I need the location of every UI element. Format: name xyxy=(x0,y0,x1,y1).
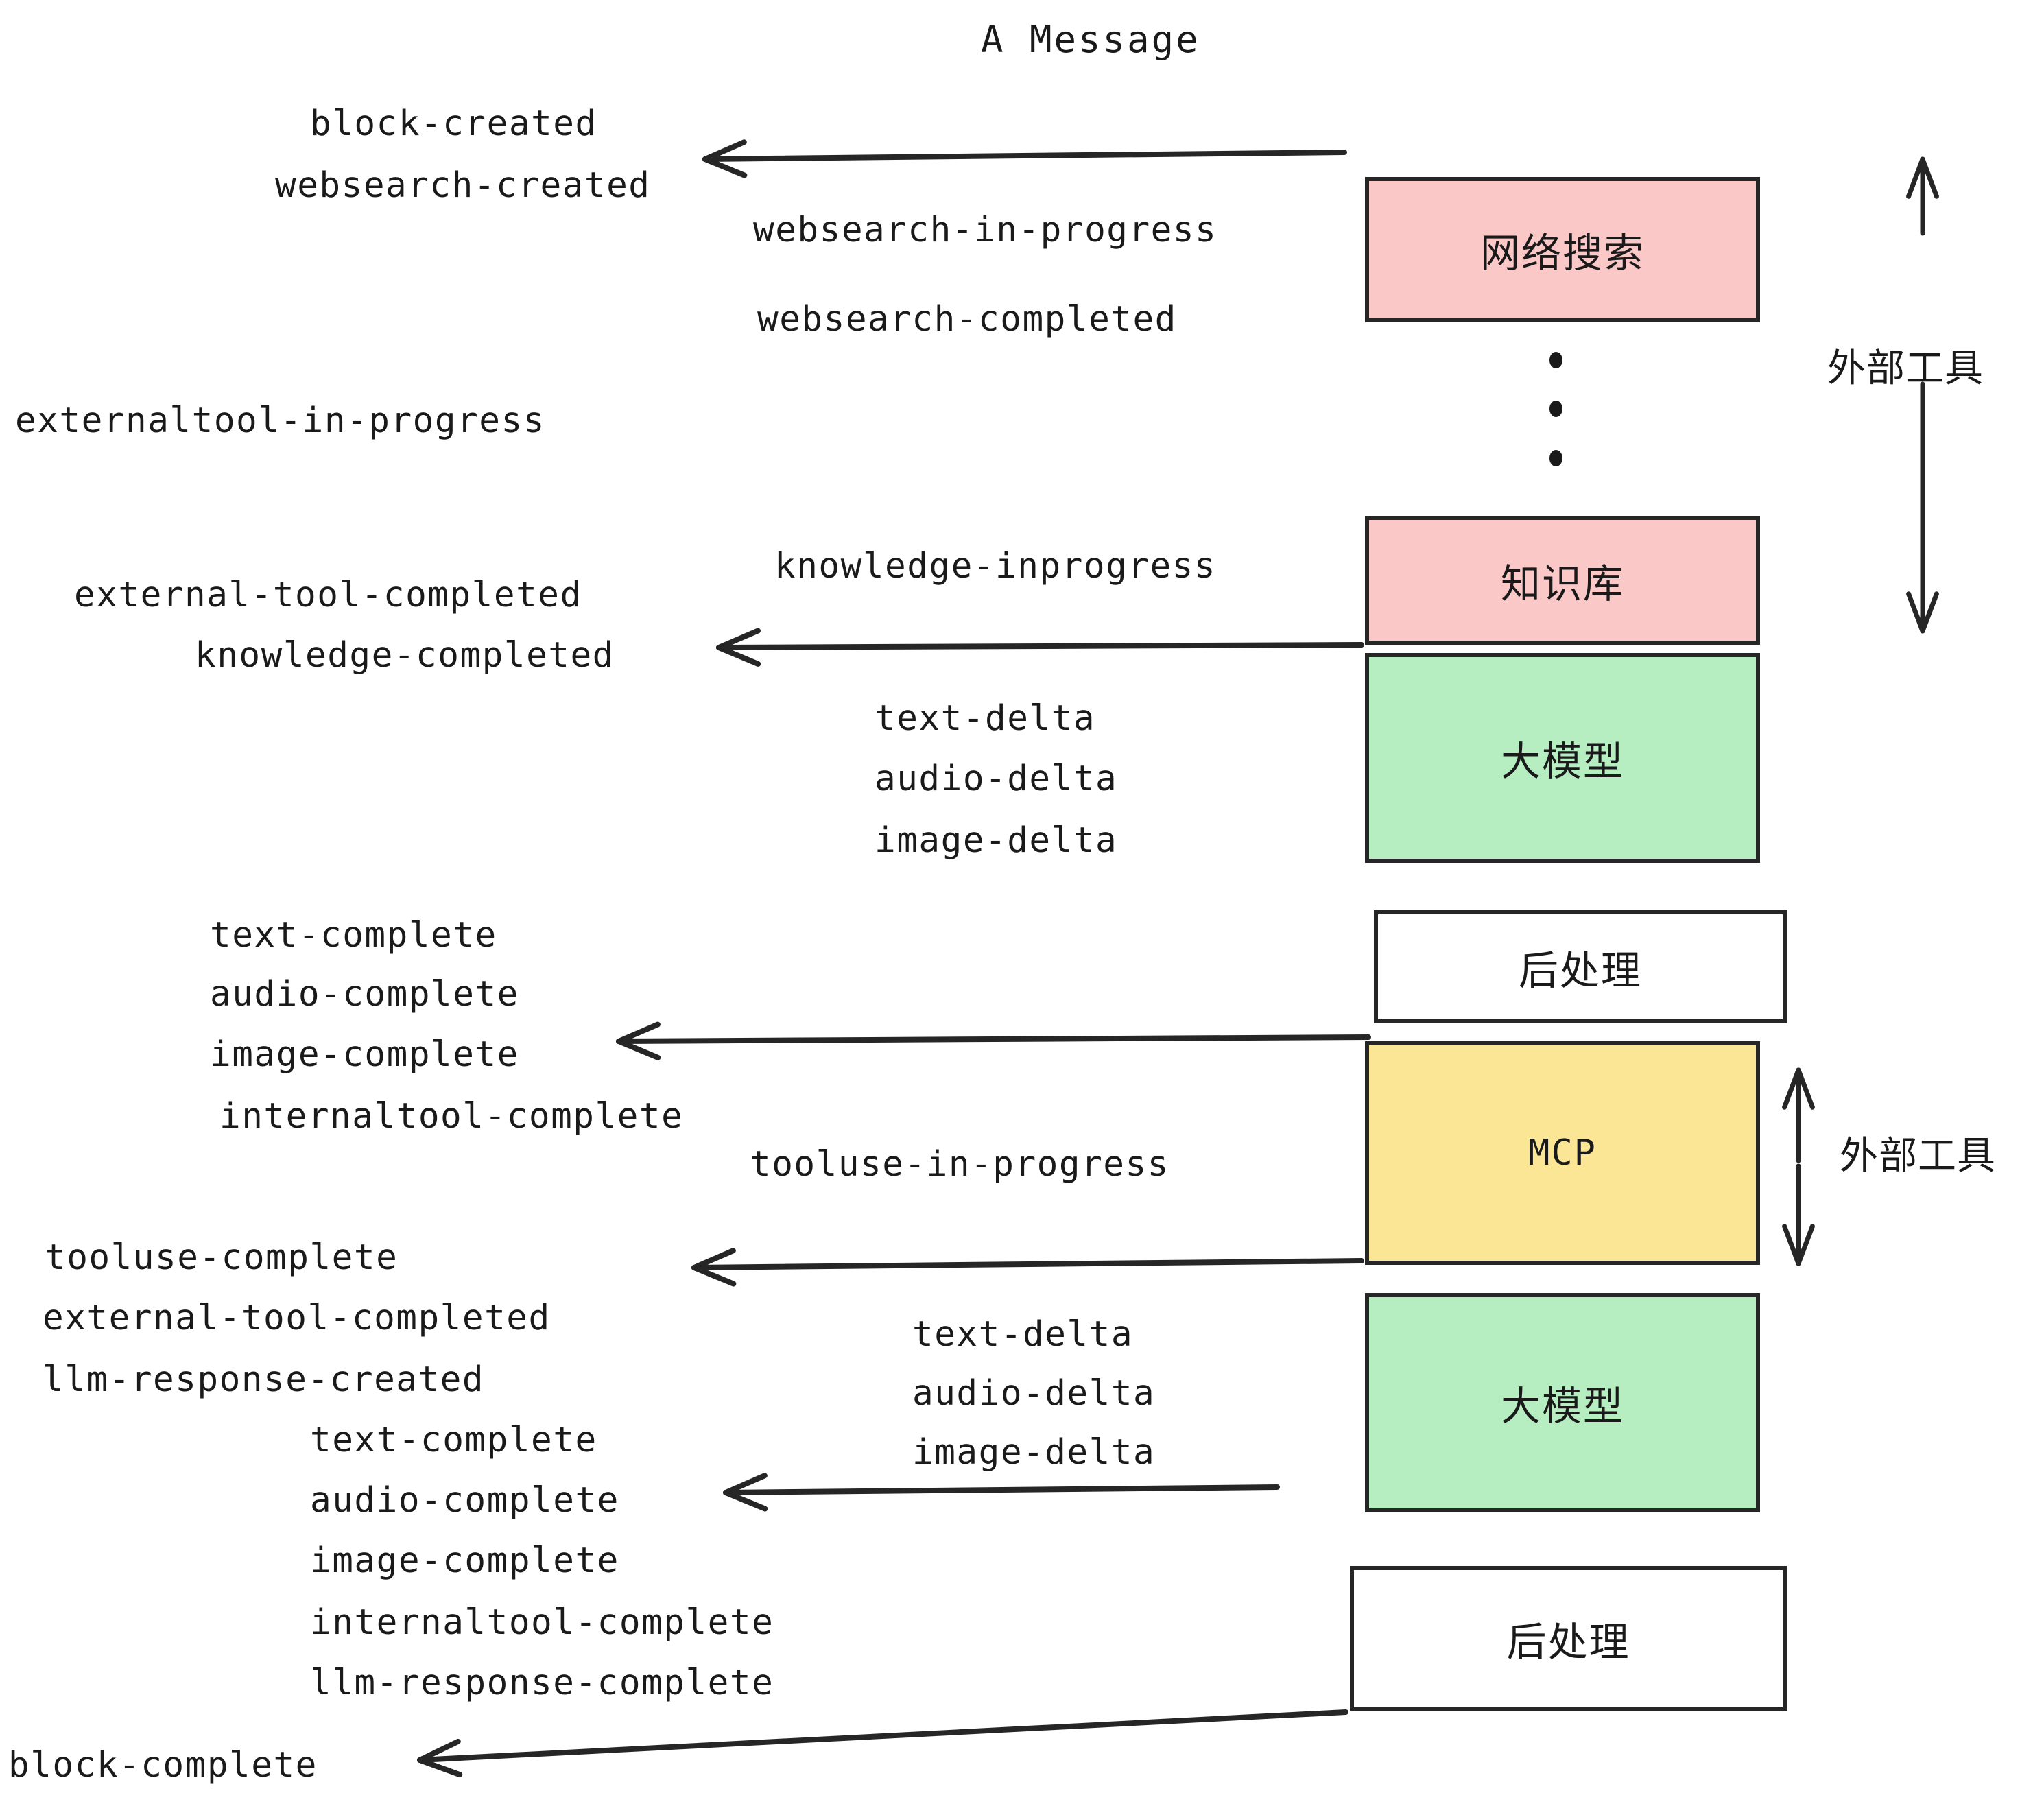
external-tools-bottom-up xyxy=(1782,1067,1815,1163)
side-label-external-tools-top: 外部工具 xyxy=(1827,346,1984,391)
node-label-knowledge: 知识库 xyxy=(1500,560,1624,607)
event-label-image-complete-2: image-complete xyxy=(310,1541,619,1581)
arrow-llm2-to-events xyxy=(723,1473,1280,1512)
arrow-mcp-to-events xyxy=(691,1248,1364,1287)
event-label-audio-complete-2: audio-complete xyxy=(310,1480,619,1521)
event-label-knowledge-inprogress: knowledge-inprogress xyxy=(774,546,1217,586)
node-websearch: 网络搜索 xyxy=(1365,177,1760,322)
arrow-knowledge-to-events xyxy=(716,628,1364,667)
event-label-text-complete-2: text-complete xyxy=(310,1420,597,1460)
node-llm-1: 大模型 xyxy=(1365,653,1760,863)
arrow-post1-to-events xyxy=(616,1021,1371,1060)
ellipsis-dot xyxy=(1549,401,1562,417)
event-label-externaltool-in-progress: externaltool-in-progress xyxy=(15,401,545,441)
event-label-websearch-completed: websearch-completed xyxy=(757,299,1177,340)
event-label-external-tool-completed-2: external-tool-completed xyxy=(43,1298,551,1338)
event-label-websearch-in-progress: websearch-in-progress xyxy=(753,210,1217,250)
node-label-websearch: 网络搜索 xyxy=(1479,230,1645,276)
event-label-text-delta-2: text-delta xyxy=(912,1314,1134,1355)
node-label-post-1: 后处理 xyxy=(1518,947,1642,994)
node-label-post-2: 后处理 xyxy=(1506,1619,1630,1665)
node-label-llm-2: 大模型 xyxy=(1500,1383,1624,1429)
external-tools-top-up xyxy=(1906,156,1939,236)
event-label-block-complete: block-complete xyxy=(8,1745,318,1785)
node-label-mcp: MCP xyxy=(1528,1132,1597,1174)
ellipsis-dot xyxy=(1549,450,1562,466)
node-post-1: 后处理 xyxy=(1374,910,1787,1023)
event-label-llm-response-created: llm-response-created xyxy=(43,1360,485,1400)
event-label-internaltool-complete-2: internaltool-complete xyxy=(310,1602,774,1643)
event-label-text-delta-1: text-delta xyxy=(875,698,1096,739)
event-label-image-complete-1: image-complete xyxy=(210,1034,519,1075)
node-knowledge: 知识库 xyxy=(1365,516,1760,645)
ellipsis-dot xyxy=(1549,352,1562,368)
event-label-image-delta-2: image-delta xyxy=(912,1432,1156,1473)
event-label-block-created: block-created xyxy=(310,104,597,144)
event-label-knowledge-completed: knowledge-completed xyxy=(195,635,615,676)
node-label-llm-1: 大模型 xyxy=(1500,738,1624,785)
arrow-websearch-to-events xyxy=(702,139,1347,178)
event-label-llm-response-complete: llm-response-complete xyxy=(310,1663,774,1703)
node-llm-2: 大模型 xyxy=(1365,1293,1760,1512)
event-label-image-delta-1: image-delta xyxy=(875,820,1118,861)
external-tools-top-down xyxy=(1906,381,1939,634)
event-label-tooluse-complete: tooluse-complete xyxy=(45,1237,399,1278)
event-label-external-tool-completed-1: external-tool-completed xyxy=(74,575,582,615)
external-tools-bottom-down xyxy=(1782,1163,1815,1266)
event-label-websearch-created: websearch-created xyxy=(275,165,651,206)
event-label-audio-delta-1: audio-delta xyxy=(875,759,1118,799)
event-label-tooluse-in-progress: tooluse-in-progress xyxy=(750,1144,1169,1185)
page-title: A Message xyxy=(981,18,1200,61)
node-post-2: 后处理 xyxy=(1350,1566,1787,1711)
event-label-internaltool-complete-1: internaltool-complete xyxy=(219,1096,684,1137)
event-label-text-complete-1: text-complete xyxy=(210,915,497,956)
node-mcp: MCP xyxy=(1365,1041,1760,1265)
side-label-external-tools-bottom: 外部工具 xyxy=(1840,1134,1996,1178)
event-label-audio-delta-2: audio-delta xyxy=(912,1373,1156,1414)
event-label-audio-complete-1: audio-complete xyxy=(210,974,519,1014)
arrow-post2-to-events xyxy=(417,1709,1348,1778)
